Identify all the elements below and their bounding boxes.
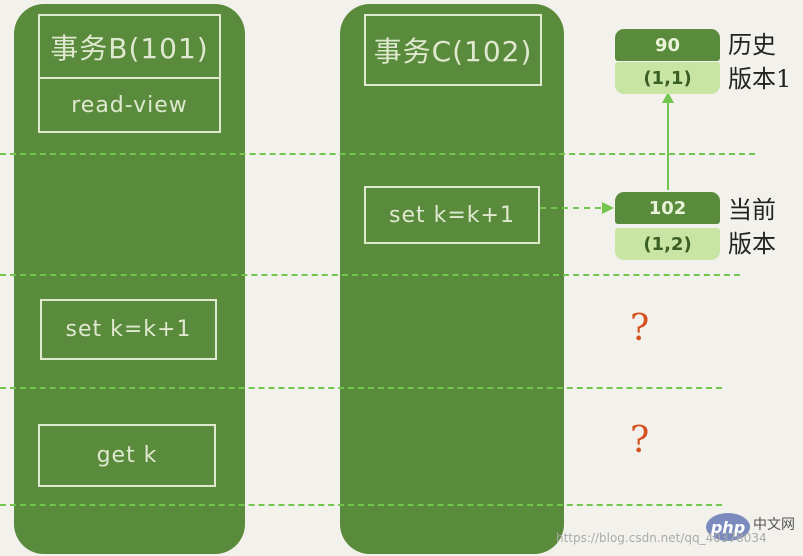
watermark-url: https://blog.csdn.net/qq_40378034	[556, 531, 767, 545]
transaction-c-set-op: set k=k+1	[364, 186, 540, 244]
transaction-b-set-op: set k=k+1	[40, 299, 217, 360]
unknown-version-mark-1: ?	[630, 308, 650, 349]
time-separator-3	[0, 387, 722, 389]
read-view-label: read-view	[38, 77, 221, 133]
unknown-version-mark-2: ?	[630, 420, 650, 461]
transaction-b-get-op: get k	[38, 424, 216, 487]
write-arrow-head	[602, 202, 614, 214]
current-label-line2: 版本	[728, 230, 776, 258]
transaction-c-column	[340, 4, 564, 554]
current-version-trx: (1,2)	[615, 228, 720, 260]
history-version-value: 90	[615, 29, 720, 61]
current-version-label: 当前 版本	[728, 193, 776, 261]
php-logo: php	[706, 513, 750, 541]
time-separator-2	[0, 274, 740, 276]
time-separator-4	[0, 504, 722, 506]
undo-arrow-head	[662, 92, 674, 103]
history-version-trx: (1,1)	[615, 62, 720, 94]
history-version-label: 历史 版本1	[728, 28, 791, 96]
time-separator-1	[0, 153, 755, 155]
current-label-line1: 当前	[728, 196, 776, 224]
history-label-line1: 历史	[728, 31, 776, 59]
transaction-c-title: 事务C(102)	[364, 14, 542, 86]
transaction-b-title: 事务B(101)	[38, 14, 221, 79]
watermark-cn: 中文网	[753, 517, 795, 533]
history-label-line2: 版本1	[728, 65, 792, 93]
current-version-value: 102	[615, 192, 720, 224]
transaction-b-column	[14, 4, 245, 554]
